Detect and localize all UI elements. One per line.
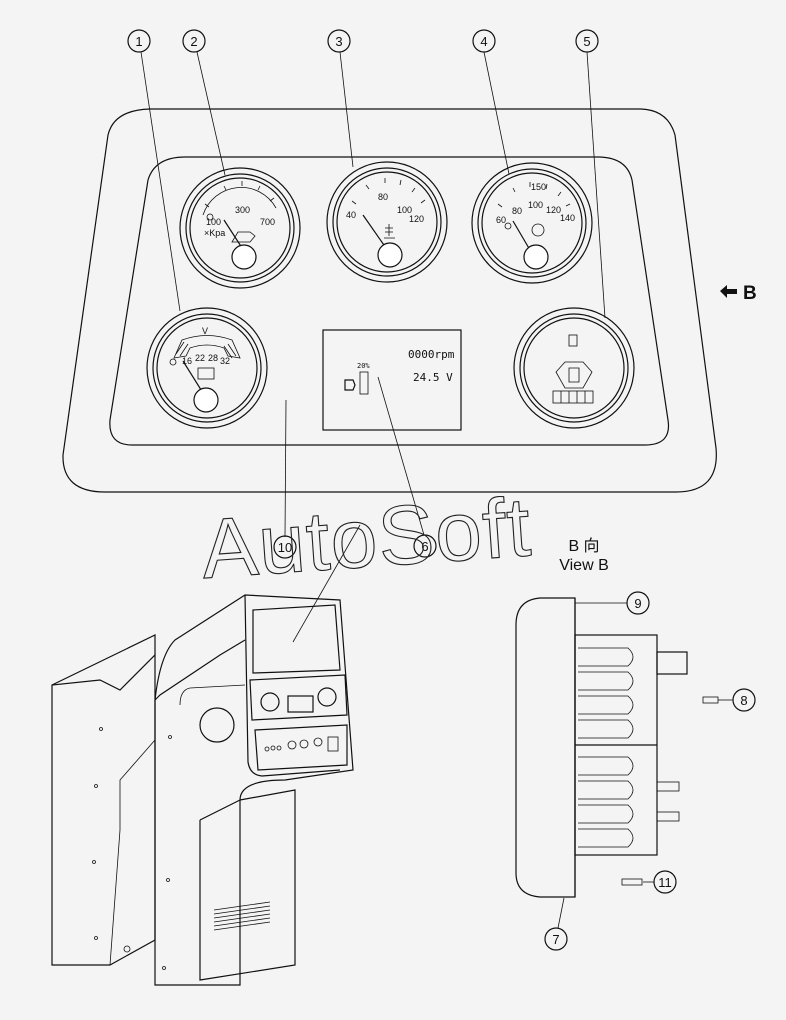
callout-label: 8: [740, 693, 747, 708]
oil-pressure-tick-mid: 300: [235, 205, 250, 215]
oil-temp-gauge: 60 80 100 120 140 150: [471, 162, 593, 284]
lcd-percent: 20%: [357, 362, 370, 370]
cabinet-screen: [252, 604, 341, 674]
battery-icon: [197, 367, 215, 380]
switch-knob: [313, 737, 323, 747]
warning-lamp-icon: [206, 213, 214, 221]
gauge-needle: [512, 220, 531, 251]
mounting-hole: [199, 707, 235, 743]
voltmeter-unit: V: [202, 326, 208, 336]
callout-8: 8: [732, 688, 756, 712]
lcd-display: 20% 0000rpm 24.5 V: [322, 329, 462, 431]
callout-label: 3: [335, 34, 342, 49]
callout-7: 7: [544, 927, 568, 951]
water-temp-tick-3: 100: [397, 205, 412, 215]
gauge-needle: [182, 360, 204, 394]
oil-pressure-unit: ×Kpa: [204, 228, 225, 238]
fuel-level-bar: [359, 371, 369, 395]
gear-icon: [531, 223, 545, 237]
oil-pressure-gauge: 100 300 700 ×Kpa: [179, 167, 301, 289]
oil-can-icon: [231, 231, 256, 243]
oil-pressure-tick-low: 100: [206, 217, 221, 227]
callout-10: 10: [273, 535, 297, 559]
view-title-en: View B: [559, 557, 609, 574]
indicator-gauge: [513, 307, 635, 429]
arrow-left-icon: [720, 285, 737, 298]
lcd-rpm: 0000rpm: [408, 348, 455, 361]
warning-lamp-icon: [169, 358, 177, 366]
oil-temp-tick-5: 140: [560, 213, 575, 223]
connector-pin: [656, 781, 680, 792]
callout-1: 1: [127, 29, 151, 53]
key-switch-icon: [327, 736, 339, 752]
callout-label: 7: [552, 932, 559, 947]
callout-label: 6: [421, 539, 428, 554]
warning-lamp-icon: [504, 222, 512, 230]
water-temp-tick-4: 120: [409, 214, 424, 224]
oil-temp-tick-1: 60: [496, 215, 506, 225]
callout-label: 4: [480, 34, 487, 49]
callout-11: 11: [653, 870, 677, 894]
thermometer-icon: [384, 224, 395, 239]
vent-grille: [213, 901, 271, 931]
callout-4: 4: [472, 29, 496, 53]
callout-6: 6: [413, 534, 437, 558]
bar-indicator: [552, 390, 594, 404]
oil-temp-tick-2: 80: [512, 206, 522, 216]
screw-icon: [621, 878, 643, 886]
callout-label: 11: [658, 875, 672, 890]
callout-5: 5: [575, 29, 599, 53]
voltmeter-tick-3: 28: [208, 353, 218, 363]
connector-pin: [656, 811, 680, 822]
cabinet-assembly: [51, 594, 354, 986]
callout-label: 2: [190, 34, 197, 49]
switch-knob: [299, 739, 309, 749]
voltmeter-gauge: V 16 22 28 32: [146, 307, 268, 429]
voltmeter-tick-2: 22: [195, 353, 205, 363]
voltmeter-scale-arc: [173, 335, 241, 359]
oil-temp-tick-3: 100: [528, 200, 543, 210]
view-title-cn: B 向: [568, 537, 599, 555]
water-temp-tick-2: 80: [378, 192, 388, 202]
callout-label: 10: [278, 540, 292, 555]
switch-knob: [287, 740, 297, 750]
hazard-icon: [555, 361, 593, 389]
water-temp-gauge: 40 80 100 120: [326, 161, 448, 283]
oil-temp-tick-6: 150: [531, 182, 546, 192]
screw-icon: [702, 696, 719, 704]
voltmeter-tick-1: 16: [182, 356, 192, 366]
callout-2: 2: [182, 29, 206, 53]
lcd-voltage: 24.5 V: [413, 371, 453, 384]
watermark: AutoSoft: [198, 479, 534, 596]
voltmeter-tick-4: 32: [220, 356, 230, 366]
callout-9: 9: [626, 591, 650, 615]
water-temp-tick-1: 40: [346, 210, 356, 220]
view-arrow: B: [720, 283, 757, 304]
callout-leaders: [140, 51, 733, 929]
fuel-pump-icon: [344, 379, 356, 391]
side-view-b: [515, 597, 719, 898]
callout-label: 9: [634, 596, 641, 611]
lamp-icon: [568, 334, 578, 347]
view-arrow-label: B: [743, 283, 757, 304]
instrument-panel: [62, 108, 717, 493]
oil-temp-tick-4: 120: [546, 205, 561, 215]
callout-3: 3: [327, 29, 351, 53]
callout-label: 1: [135, 34, 142, 49]
oil-pressure-tick-high: 700: [260, 217, 275, 227]
callout-label: 5: [583, 34, 590, 49]
gauge-needle: [362, 214, 387, 249]
